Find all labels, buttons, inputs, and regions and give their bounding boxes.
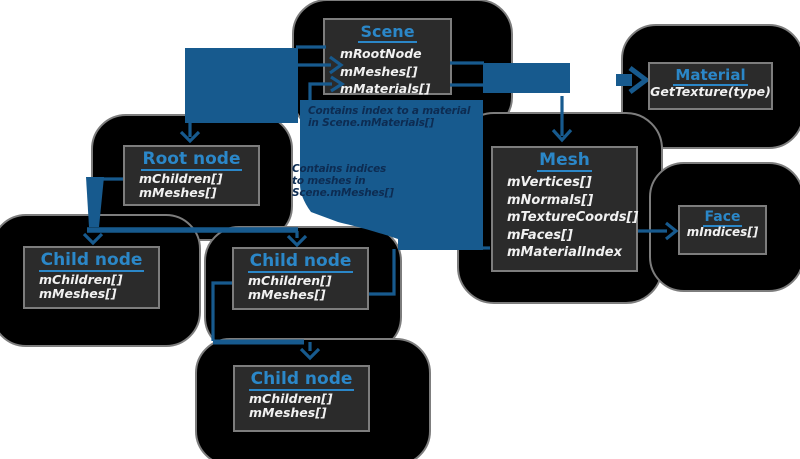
child-node-3-box: Child node mChildren[] mMeshes[] — [233, 365, 370, 432]
scene-box-members: mRootNode mMeshes[] mMaterials[] — [325, 45, 450, 98]
scene-box-title: Scene — [358, 22, 417, 43]
child1-member-mmeshes: mMeshes[] — [39, 285, 117, 301]
face-box-title: Face — [702, 209, 743, 227]
material-index-note-line1: Contains index to a material — [308, 105, 471, 117]
scene-box: Scene mRootNode mMeshes[] mMaterials[] — [323, 18, 452, 98]
mesh-member-mnormals: mNormals[] — [507, 192, 594, 208]
material-arrowhead — [628, 66, 651, 94]
child-node-2-box-title: Child node — [247, 251, 354, 273]
material-arrow-shaft — [616, 74, 632, 86]
face-box: Face mIndices[] — [678, 205, 767, 255]
child1-member-mchildren: mChildren[] — [39, 272, 123, 287]
child-node-1-box: Child node mChildren[] mMeshes[] — [23, 246, 160, 309]
scene-root-flow-mass — [185, 48, 298, 123]
mesh-box-members: mVertices[] mNormals[] mTextureCoords[] … — [493, 174, 639, 262]
root-node-box: Root node mChildren[] mMeshes[] — [123, 145, 260, 206]
root-member-mmeshes: mMeshes[] — [139, 184, 217, 200]
scene-member-mrootnode: mRootNode — [340, 46, 422, 61]
mesh-box-title: Mesh — [537, 150, 592, 172]
mesh-indices-note-line2: to meshes in — [292, 175, 366, 187]
child-node-3-box-members: mChildren[] mMeshes[] — [235, 392, 368, 419]
mesh-box: Mesh mVertices[] mNormals[] mTextureCoor… — [491, 146, 638, 272]
material-box: Material GetTexture(type) — [648, 62, 773, 110]
mesh-indices-note: Contains indices to meshes in Scene.mMes… — [292, 163, 422, 199]
mesh-member-mmaterialindex: mMaterialIndex — [507, 245, 622, 260]
material-index-note: Contains index to a material in Scene.mM… — [308, 105, 488, 129]
child3-member-mchildren: mChildren[] — [249, 391, 333, 406]
root-node-box-members: mChildren[] mMeshes[] — [125, 172, 258, 199]
material-index-note-line2: in Scene.mMaterials[] — [308, 117, 434, 129]
root-node-box-title: Root node — [140, 149, 243, 171]
mesh-member-mfaces: mFaces[] — [507, 227, 573, 243]
material-box-title: Material — [673, 66, 748, 86]
mesh-member-mvertices: mVertices[] — [507, 175, 592, 190]
mesh-member-mtexturecoords: mTextureCoords[] — [507, 210, 639, 225]
scene-member-mmeshes: mMeshes[] — [340, 63, 418, 79]
material-box-members: GetTexture(type) — [650, 84, 771, 100]
scene-mesh-flow-mass — [300, 100, 483, 250]
child-node-1-box-title: Child node — [38, 250, 145, 272]
scene-member-mmaterials: mMaterials[] — [340, 81, 431, 96]
child-node-2-box-members: mChildren[] mMeshes[] — [234, 274, 367, 301]
child2-member-mmeshes: mMeshes[] — [248, 286, 326, 302]
scene-material-flow-band — [483, 63, 570, 93]
child-node-3-box-title: Child node — [248, 369, 355, 391]
child-node-1-box-members: mChildren[] mMeshes[] — [25, 273, 158, 300]
material-member-gettexture: GetTexture(type) — [650, 84, 771, 99]
mesh-indices-note-line3: Scene.mMeshes[] — [292, 187, 394, 199]
child-node-2-box: Child node mChildren[] mMeshes[] — [232, 247, 369, 310]
root-member-mchildren: mChildren[] — [139, 171, 223, 186]
face-box-members: mIndices[] — [680, 225, 765, 240]
mesh-indices-note-line1: Contains indices — [292, 163, 387, 175]
face-member-mindices: mIndices[] — [686, 225, 759, 239]
child3-member-mmeshes: mMeshes[] — [249, 404, 327, 420]
child2-member-mchildren: mChildren[] — [248, 273, 332, 288]
